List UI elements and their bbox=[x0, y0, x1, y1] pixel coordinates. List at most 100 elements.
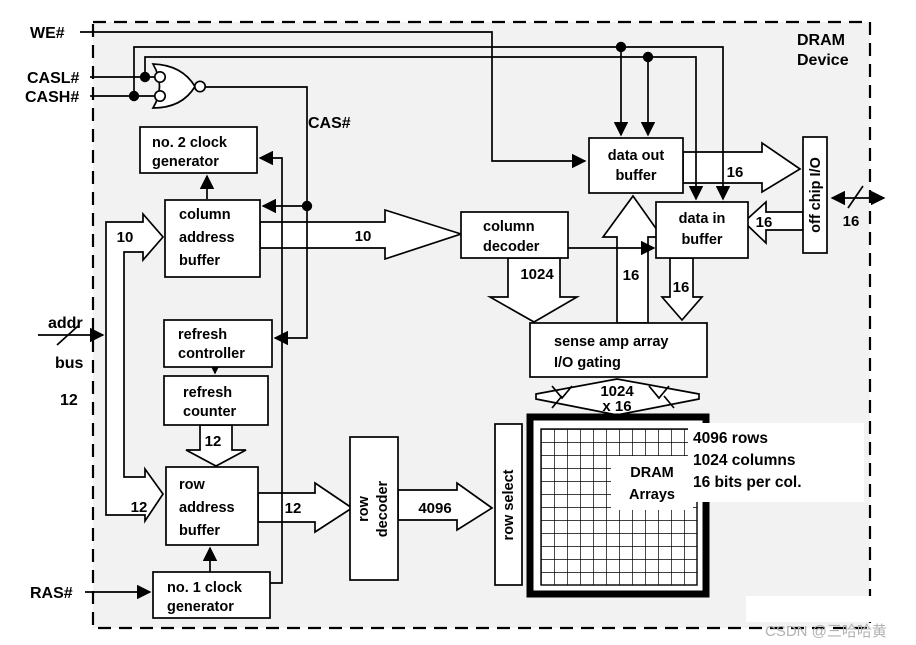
row-select-label: row select bbox=[501, 469, 517, 540]
col-dec-out-width: 1024 bbox=[520, 266, 554, 283]
data-out-buffer-block bbox=[588, 137, 684, 194]
col-out-width: 10 bbox=[355, 228, 372, 245]
no1-clock-generator-block bbox=[152, 571, 271, 619]
data-in-line1: data in bbox=[679, 211, 726, 227]
no1-clock-line1: no. 1 clock bbox=[167, 580, 243, 596]
row-addr-buffer-line1: row bbox=[179, 477, 206, 493]
column-decoder-line2: decoder bbox=[483, 239, 540, 255]
row-decoder-line2: decoder bbox=[375, 480, 391, 537]
addr-bus-slash bbox=[56, 325, 79, 346]
cash-top-wire bbox=[133, 46, 731, 201]
junction-dot bbox=[642, 51, 654, 63]
dram-arrays-block bbox=[526, 413, 710, 598]
junction-dot bbox=[615, 41, 627, 53]
addr-width-label: 12 bbox=[60, 392, 78, 409]
array-annotation-patch bbox=[688, 423, 864, 502]
col-addr-buffer-line2: address bbox=[179, 230, 235, 246]
junction-dot bbox=[139, 71, 151, 83]
col-addr-buffer-line1: column bbox=[179, 207, 231, 223]
junction-dot bbox=[128, 90, 140, 102]
off-chip-io-block bbox=[802, 136, 828, 254]
external-data-slash bbox=[847, 185, 864, 209]
row-addr-buffer-line2: address bbox=[179, 500, 235, 516]
addr-bus-arrow bbox=[105, 211, 165, 524]
sense-amp-block bbox=[529, 322, 708, 378]
sense-up-width: 16 bbox=[623, 267, 640, 284]
row-out-width: 12 bbox=[285, 500, 302, 517]
data-out-line1: data out bbox=[608, 148, 665, 164]
sense-amp-line1: sense amp array bbox=[554, 334, 668, 350]
array-bus-barbs bbox=[551, 385, 675, 409]
column-address-buffer-block bbox=[164, 199, 261, 278]
casl-top-wire bbox=[144, 56, 704, 201]
casl-label: CASL# bbox=[27, 70, 80, 87]
refresh-controller-line1: refresh bbox=[178, 327, 227, 343]
addr-label: addr bbox=[48, 315, 83, 332]
no1-clock-line2: generator bbox=[167, 599, 234, 615]
device-title-line2: Device bbox=[797, 52, 849, 69]
refresh-counter-line1: refresh bbox=[183, 385, 232, 401]
cas-label: CAS# bbox=[308, 115, 351, 132]
watermark-text: CSDN @三哈哈黄 bbox=[765, 623, 887, 640]
external-width: 16 bbox=[843, 213, 860, 230]
din-down-width: 16 bbox=[673, 279, 690, 296]
array-annotation: 4096 rows 1024 columns 16 bits per col. bbox=[693, 430, 802, 491]
bus-arrows bbox=[105, 141, 804, 534]
annotation-line1: 4096 rows bbox=[693, 430, 768, 447]
annotation-line2: 1024 columns bbox=[693, 452, 796, 469]
datain-to-sense-arrow bbox=[660, 257, 704, 322]
array-bus-width-l1: 1024 bbox=[600, 383, 634, 400]
dram-arrays-line2: Arrays bbox=[629, 487, 675, 503]
data-in-line2: buffer bbox=[681, 232, 722, 248]
nor-gate-icon bbox=[151, 63, 207, 109]
no2-clock-line2: generator bbox=[152, 154, 219, 170]
dram-arrays-line1: DRAM bbox=[630, 465, 674, 481]
off-chip-io-label: off chip I/O bbox=[808, 157, 824, 233]
sense-amp-line2: I/O gating bbox=[554, 355, 621, 371]
refresh-controller-block bbox=[163, 319, 273, 368]
device-title: DRAM Device bbox=[797, 32, 849, 69]
cash-label: CASH# bbox=[25, 89, 79, 106]
pin-labels: WE# CASL# CASH# CAS# RAS# addr bus 12 bbox=[25, 25, 351, 602]
row-dec-out-width: 4096 bbox=[418, 500, 451, 517]
no2-clock-generator-block bbox=[139, 126, 258, 174]
refresh-out-width: 12 bbox=[205, 433, 222, 450]
col-in-width: 10 bbox=[117, 229, 134, 246]
annotation-line3: 16 bits per col. bbox=[693, 474, 802, 491]
dram-arrays-label-patch bbox=[611, 456, 693, 510]
refresh-counter-line2: counter bbox=[183, 404, 237, 420]
array-bus-width-l2: x 16 bbox=[602, 398, 631, 415]
watermark-patch bbox=[746, 596, 898, 622]
array-bus-arrow bbox=[535, 378, 700, 416]
column-decoder-block bbox=[460, 211, 569, 259]
device-title-line1: DRAM bbox=[797, 32, 845, 49]
row-address-buffer-block bbox=[165, 466, 259, 546]
signal-wires bbox=[38, 31, 886, 600]
data-out-line2: buffer bbox=[615, 168, 656, 184]
no1-to-no2-wire bbox=[258, 150, 283, 584]
row-select-block bbox=[494, 423, 523, 586]
col-addr-buffer-line3: buffer bbox=[179, 253, 220, 269]
dout-io-width: 16 bbox=[727, 164, 744, 181]
ras-label: RAS# bbox=[30, 585, 73, 602]
we-wire bbox=[80, 31, 587, 169]
col-decoder-down-arrow bbox=[486, 257, 581, 323]
column-decoder-line1: column bbox=[483, 219, 535, 235]
bus-width-labels: 10 10 12 12 12 4096 1024 1024 x 16 16 16… bbox=[117, 164, 860, 517]
no2-clock-line1: no. 2 clock bbox=[152, 135, 228, 151]
row-in-width: 12 bbox=[131, 499, 148, 516]
row-decoder-block bbox=[349, 436, 399, 581]
we-label: WE# bbox=[30, 25, 65, 42]
bus-label: bus bbox=[55, 355, 84, 372]
refresh-controller-line2: controller bbox=[178, 346, 245, 362]
io-din-width: 16 bbox=[756, 214, 773, 231]
junction-dot bbox=[301, 200, 313, 212]
row-addr-buffer-line3: buffer bbox=[179, 523, 220, 539]
block-labels: no. 2 clock generator column address buf… bbox=[152, 135, 824, 615]
refresh-counter-block bbox=[163, 375, 269, 426]
row-decoder-line1: row bbox=[356, 495, 372, 522]
blocks bbox=[139, 126, 828, 619]
refresh-counter-down-arrow bbox=[185, 424, 247, 467]
data-in-buffer-block bbox=[655, 201, 749, 259]
